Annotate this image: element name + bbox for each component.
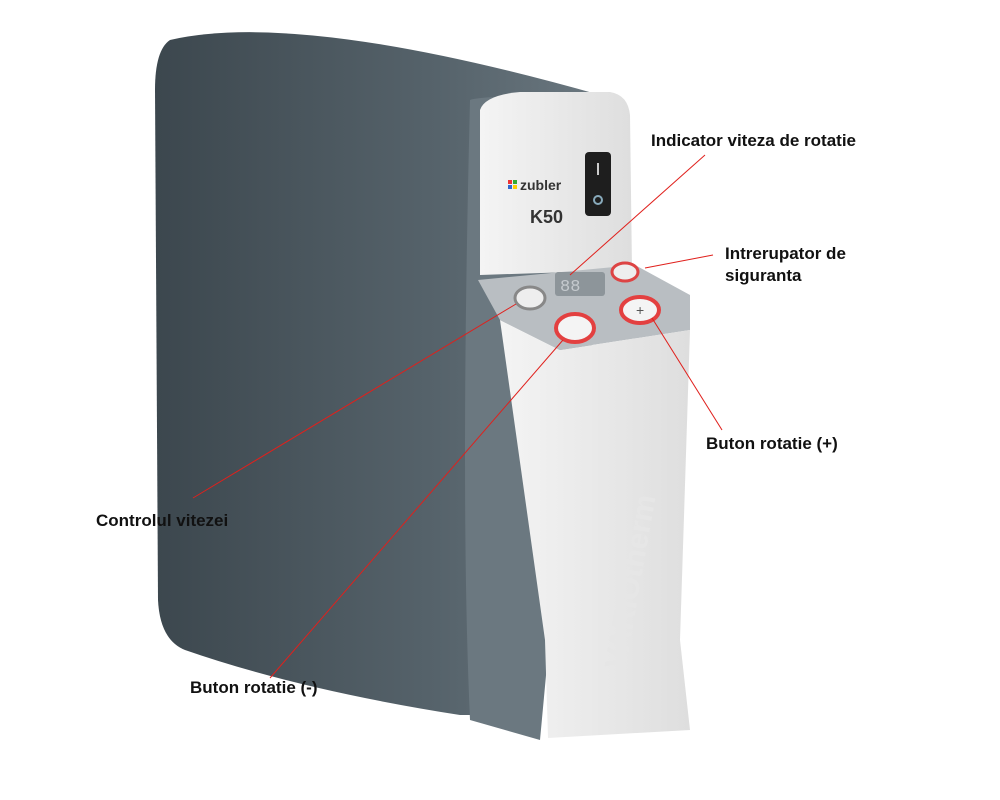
svg-text:88: 88 bbox=[560, 278, 580, 297]
label-speed-control: Controlul vitezei bbox=[96, 511, 229, 530]
leader-plus bbox=[651, 317, 723, 431]
label-safety-switch: Intrerupator de siguranta bbox=[725, 244, 846, 285]
speed-display bbox=[555, 272, 605, 296]
brand-logo: zubler bbox=[520, 177, 562, 193]
leader-lines bbox=[192, 154, 723, 679]
device-front-panel bbox=[480, 92, 632, 275]
leader-minus bbox=[269, 339, 564, 679]
leader-switch bbox=[644, 254, 714, 269]
label-rotation-minus: Buton rotatie (-) bbox=[190, 678, 318, 697]
svg-text:+: + bbox=[636, 302, 644, 318]
model-label: K50 bbox=[530, 207, 563, 227]
rotation-plus-button[interactable] bbox=[619, 295, 661, 325]
label-indicator: Indicator viteza de rotatie bbox=[651, 131, 856, 150]
label-rotation-plus: Buton rotatie (+) bbox=[706, 434, 838, 453]
device-column bbox=[500, 320, 690, 738]
rotation-minus-button[interactable] bbox=[554, 312, 596, 344]
leader-speed-control bbox=[192, 303, 517, 499]
speed-control-button[interactable] bbox=[513, 285, 547, 311]
power-switch[interactable] bbox=[585, 152, 611, 216]
safety-switch-button[interactable] bbox=[610, 261, 640, 283]
leader-indicator bbox=[569, 154, 706, 276]
